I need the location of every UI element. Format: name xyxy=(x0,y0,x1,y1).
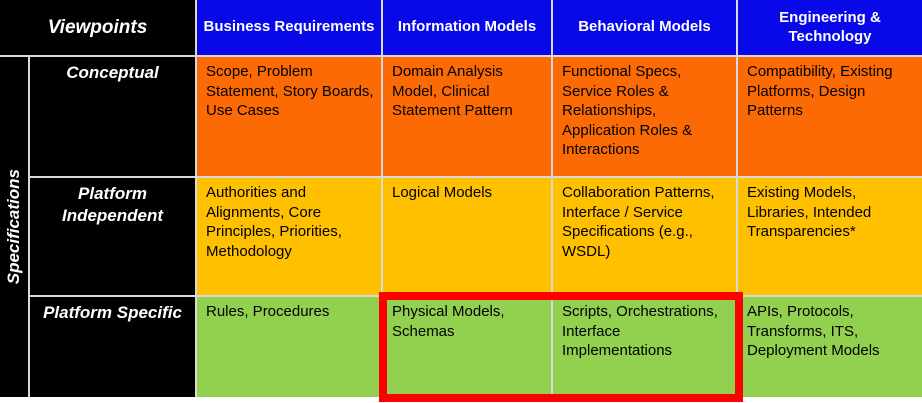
cell-text: Scripts, Orchestrations, Interface Imple… xyxy=(562,303,718,359)
cell-platform-specific-information-models: Physical Models, Schemas xyxy=(383,297,551,397)
cell-platform-independent-information-models: Logical Models xyxy=(383,178,551,295)
cell-platform-independent-business-requirements: Authorities and Alignments, Core Princip… xyxy=(197,178,381,295)
cell-text: Functional Specs, Service Roles & Relati… xyxy=(562,63,693,158)
cell-conceptual-information-models: Domain Analysis Model, Clinical Statemen… xyxy=(383,57,551,176)
column-header-behavioral-models: Behavioral Models xyxy=(553,0,736,55)
column-header-label: Engineering & Technology xyxy=(779,8,881,45)
row-label-platform-specific: Platform Specific xyxy=(30,297,195,397)
cell-text: Physical Models, Schemas xyxy=(392,303,505,340)
corner-header-label: Viewpoints xyxy=(47,16,148,38)
cell-platform-specific-behavioral-models: Scripts, Orchestrations, Interface Imple… xyxy=(553,297,736,397)
cell-text: Collaboration Patterns, Interface / Serv… xyxy=(562,184,715,260)
column-header-label: Business Requirements xyxy=(203,18,375,36)
cell-platform-independent-behavioral-models: Collaboration Patterns, Interface / Serv… xyxy=(553,178,736,295)
cell-text: APIs, Protocols, Transforms, ITS, Deploy… xyxy=(747,303,880,359)
column-header-information-models: Information Models xyxy=(383,0,551,55)
cell-text: Existing Models, Libraries, Intended Tra… xyxy=(747,184,872,240)
cell-text: Domain Analysis Model, Clinical Statemen… xyxy=(392,63,513,119)
column-header-engineering-technology: Engineering & Technology xyxy=(738,0,922,55)
cell-platform-specific-business-requirements: Rules, Procedures xyxy=(197,297,381,397)
cell-conceptual-behavioral-models: Functional Specs, Service Roles & Relati… xyxy=(553,57,736,176)
row-label-conceptual: Conceptual xyxy=(30,57,195,176)
column-header-business-requirements: Business Requirements xyxy=(197,0,381,55)
column-header-label: Information Models xyxy=(397,18,537,36)
cell-text: Scope, Problem Statement, Story Boards, … xyxy=(206,63,374,119)
cell-text: Authorities and Alignments, Core Princip… xyxy=(206,184,342,260)
row-label-text: Conceptual xyxy=(66,63,159,82)
cell-platform-specific-engineering-technology: APIs, Protocols, Transforms, ITS, Deploy… xyxy=(738,297,922,397)
column-header-label: Behavioral Models xyxy=(578,18,711,36)
cell-text: Compatibility, Existing Platforms, Desig… xyxy=(747,63,893,119)
cell-platform-independent-engineering-technology: Existing Models, Libraries, Intended Tra… xyxy=(738,178,922,295)
row-label-text: Platform Specific xyxy=(43,303,182,322)
cell-conceptual-business-requirements: Scope, Problem Statement, Story Boards, … xyxy=(197,57,381,176)
cell-conceptual-engineering-technology: Compatibility, Existing Platforms, Desig… xyxy=(738,57,922,176)
row-label-text: Platform Independent xyxy=(61,184,164,226)
cell-text: Logical Models xyxy=(392,184,493,201)
row-label-platform-independent: Platform Independent xyxy=(30,178,195,295)
side-header-specifications: Specifications xyxy=(0,57,28,397)
red-highlight-rectangle xyxy=(379,292,743,402)
side-header-label: Specifications xyxy=(4,169,23,285)
corner-header-viewpoints: Viewpoints xyxy=(0,0,195,55)
cell-text: Rules, Procedures xyxy=(206,303,330,320)
